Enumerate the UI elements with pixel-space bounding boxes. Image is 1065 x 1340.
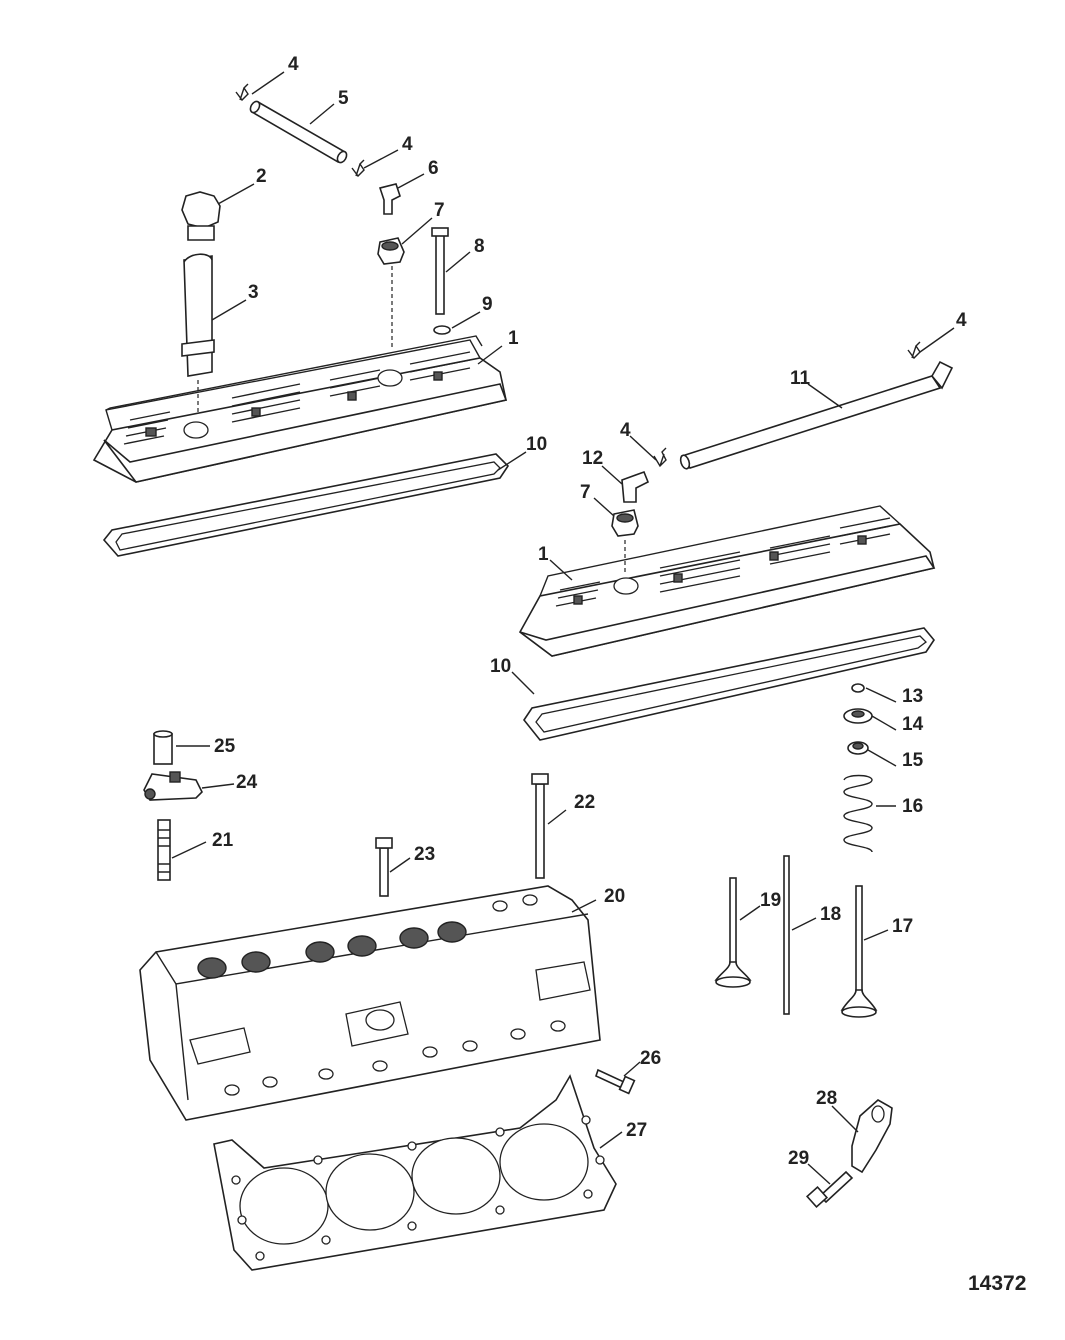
callout-19: 19 — [760, 890, 781, 911]
callout-10: 10 — [490, 656, 511, 677]
rocker-ball-nut-part — [153, 730, 173, 765]
oil-filler-tube-part — [181, 253, 215, 377]
callout-25: 25 — [214, 736, 236, 757]
callout-13: 13 — [902, 686, 923, 707]
head-bolt-long-part — [531, 773, 549, 879]
callout-3: 3 — [248, 282, 259, 303]
callout-4: 4 — [620, 420, 631, 441]
pushrod-part — [783, 855, 790, 1015]
callout-26: 26 — [640, 1048, 661, 1069]
valve-cover-right-part — [518, 505, 936, 657]
hose-clip-part — [653, 447, 667, 468]
callout-22: 22 — [574, 792, 595, 813]
callout-8: 8 — [474, 236, 485, 257]
valve-cover-gasket-right-part — [523, 627, 935, 741]
valve-spring-cap-part — [843, 708, 873, 724]
callout-21: 21 — [212, 830, 234, 851]
head-gasket-part — [213, 1074, 617, 1271]
lifting-bracket-part — [851, 1099, 893, 1174]
oil-filler-cap-part — [181, 191, 221, 241]
callout-4: 4 — [956, 310, 967, 331]
figure-number: 14372 — [968, 1272, 1026, 1295]
callout-2: 2 — [256, 166, 267, 187]
hose-clip-part — [907, 341, 921, 360]
hose-clip-part — [351, 159, 365, 178]
callout-15: 15 — [902, 750, 924, 771]
callout-5: 5 — [338, 88, 349, 109]
callout-28: 28 — [816, 1088, 837, 1109]
callout-14: 14 — [902, 714, 924, 735]
callout-24: 24 — [236, 772, 258, 793]
callout-4: 4 — [288, 54, 299, 75]
pcv-hose-part — [679, 360, 954, 470]
callout-1: 1 — [538, 544, 549, 565]
callout-10: 10 — [526, 434, 547, 455]
callout-9: 9 — [482, 294, 493, 315]
valve-cover-left-part — [92, 335, 508, 483]
callout-27: 27 — [626, 1120, 647, 1141]
head-screw-part — [595, 1068, 636, 1095]
callout-6: 6 — [428, 158, 439, 179]
exhaust-valve-part — [714, 877, 752, 988]
hose-clip-part — [235, 83, 249, 102]
callout-11: 11 — [790, 368, 811, 389]
washer-part — [433, 325, 451, 335]
elbow-fitting-part — [378, 183, 401, 215]
callout-18: 18 — [820, 904, 841, 925]
rocker-arm-part — [143, 771, 203, 801]
callout-1: 1 — [508, 328, 519, 349]
valve-oil-seal-part — [847, 741, 869, 755]
breather-hose-part — [249, 100, 348, 164]
callout-16: 16 — [902, 796, 923, 817]
head-bolt-short-part — [375, 837, 393, 897]
callout-7: 7 — [434, 200, 445, 221]
callout-20: 20 — [604, 886, 625, 907]
callout-labels: 4 5 4 6 2 7 8 3 9 1 4 11 10 4 12 7 1 10 … — [212, 54, 967, 1169]
bracket-bolt-part — [805, 1170, 854, 1209]
grommet-part — [611, 509, 639, 537]
cylinder-head-part — [139, 885, 601, 1121]
callout-7: 7 — [580, 482, 591, 503]
cover-bolt-part — [431, 227, 449, 315]
pcv-valve-elbow-part — [621, 470, 650, 503]
valve-spring-part — [843, 774, 873, 853]
intake-valve-part — [840, 885, 878, 1018]
leader-lines — [171, 71, 955, 1185]
callout-23: 23 — [414, 844, 435, 865]
callout-17: 17 — [892, 916, 913, 937]
callout-29: 29 — [788, 1148, 809, 1169]
rocker-stud-part — [157, 819, 171, 881]
valve-keeper-part — [851, 683, 865, 693]
callout-4: 4 — [402, 134, 413, 155]
callout-12: 12 — [582, 448, 603, 469]
grommet-part — [377, 237, 405, 265]
